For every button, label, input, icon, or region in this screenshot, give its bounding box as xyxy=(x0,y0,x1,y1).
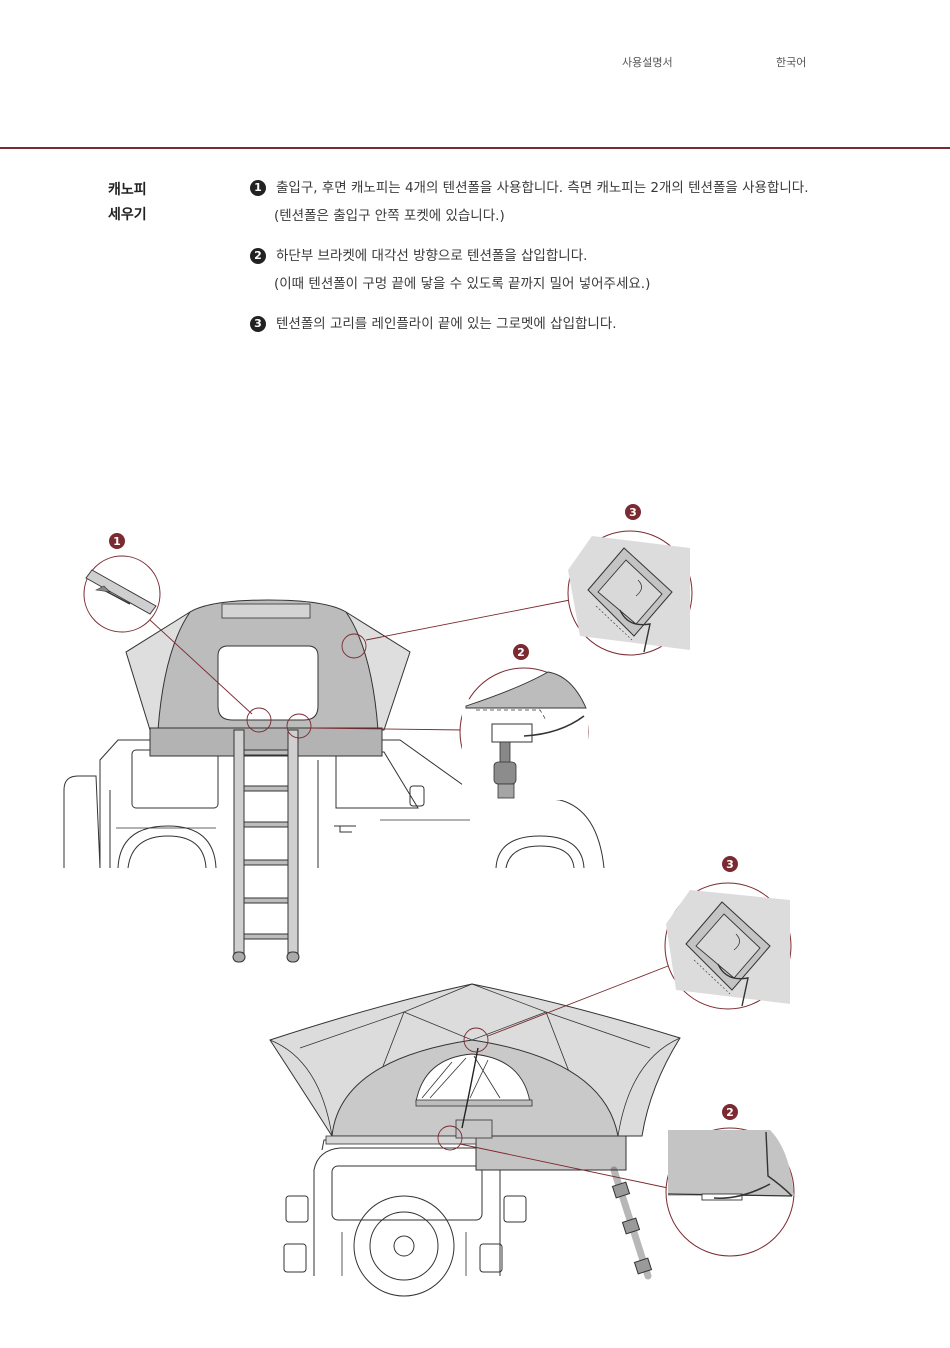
tent-base-strip xyxy=(326,1136,476,1144)
svg-text:2: 2 xyxy=(517,646,525,659)
detail-grommet-rear xyxy=(665,883,791,1009)
detail-bracket-top xyxy=(460,668,588,800)
ladder xyxy=(233,730,299,962)
callout-badge-3-rear: 3 xyxy=(722,856,738,872)
callout-badge-2: 2 xyxy=(513,644,529,660)
detail-pocket xyxy=(84,556,160,632)
svg-text:3: 3 xyxy=(629,506,637,519)
figure-rear-view: 3 2 xyxy=(270,856,794,1296)
svg-text:1: 1 xyxy=(113,535,121,548)
callout-badge-1: 1 xyxy=(109,533,125,549)
svg-text:3: 3 xyxy=(726,858,734,871)
tent-window-sill xyxy=(416,1100,532,1106)
detail-grommet-top xyxy=(568,531,692,655)
ladder-rear xyxy=(612,1170,651,1276)
tent-base-rear xyxy=(476,1136,626,1170)
callout-badge-3: 3 xyxy=(625,504,641,520)
tent-skylight xyxy=(222,604,310,618)
tent-door-opening xyxy=(218,646,318,720)
callout-badge-2-rear: 2 xyxy=(722,1104,738,1120)
figure-side-view: 1 3 2 xyxy=(64,504,692,962)
detail-bracket-rear xyxy=(666,1128,794,1256)
svg-text:2: 2 xyxy=(726,1106,734,1119)
